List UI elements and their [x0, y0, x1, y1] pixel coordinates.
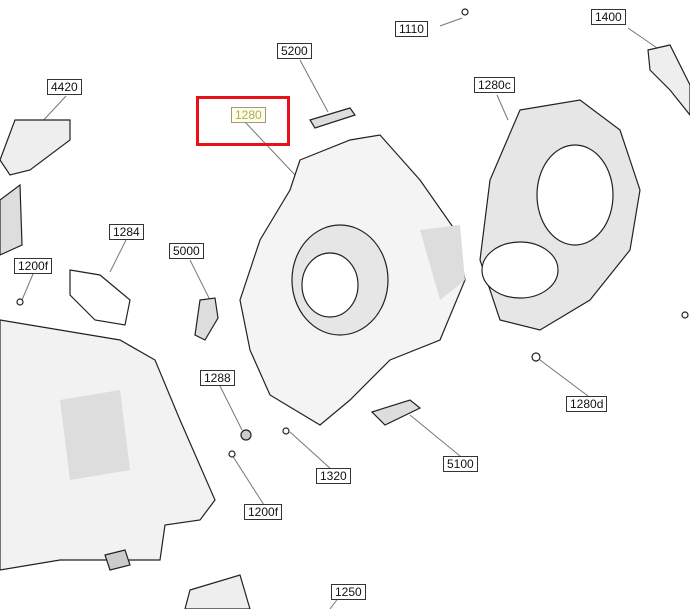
- callout-4420[interactable]: 4420: [47, 79, 82, 95]
- selected-part-highlight: [196, 96, 290, 146]
- callout-1280d[interactable]: 1280d: [566, 396, 608, 412]
- callout-1400[interactable]: 1400: [591, 9, 626, 25]
- part-5000: [194, 297, 219, 341]
- callout-1280[interactable]: 1280: [231, 107, 266, 123]
- callout-1200f[interactable]: 1200f: [14, 258, 53, 274]
- part-1284: [69, 269, 131, 326]
- callout-1288[interactable]: 1288: [200, 370, 235, 386]
- callout-1320[interactable]: 1320: [316, 468, 351, 484]
- part-1280d: [531, 352, 541, 362]
- callout-1200f-lower[interactable]: 1200f: [244, 504, 283, 520]
- callout-1250[interactable]: 1250: [331, 584, 366, 600]
- callout-1110[interactable]: 1110: [395, 21, 428, 37]
- part-1110: [461, 8, 469, 16]
- part-5200: [309, 107, 356, 129]
- part-1288: [240, 429, 252, 441]
- part-1320: [282, 427, 290, 435]
- callout-1280c[interactable]: 1280c: [474, 77, 515, 93]
- callout-5000[interactable]: 5000: [169, 243, 204, 259]
- part-1250: [184, 574, 251, 609]
- callout-5100[interactable]: 5100: [443, 456, 478, 472]
- part-5100: [370, 399, 422, 426]
- leader-lines: [21, 17, 661, 609]
- part-1400: [647, 44, 690, 116]
- callout-5200[interactable]: 5200: [277, 43, 312, 59]
- callout-1284[interactable]: 1284: [109, 224, 144, 240]
- part-4420: [0, 119, 71, 176]
